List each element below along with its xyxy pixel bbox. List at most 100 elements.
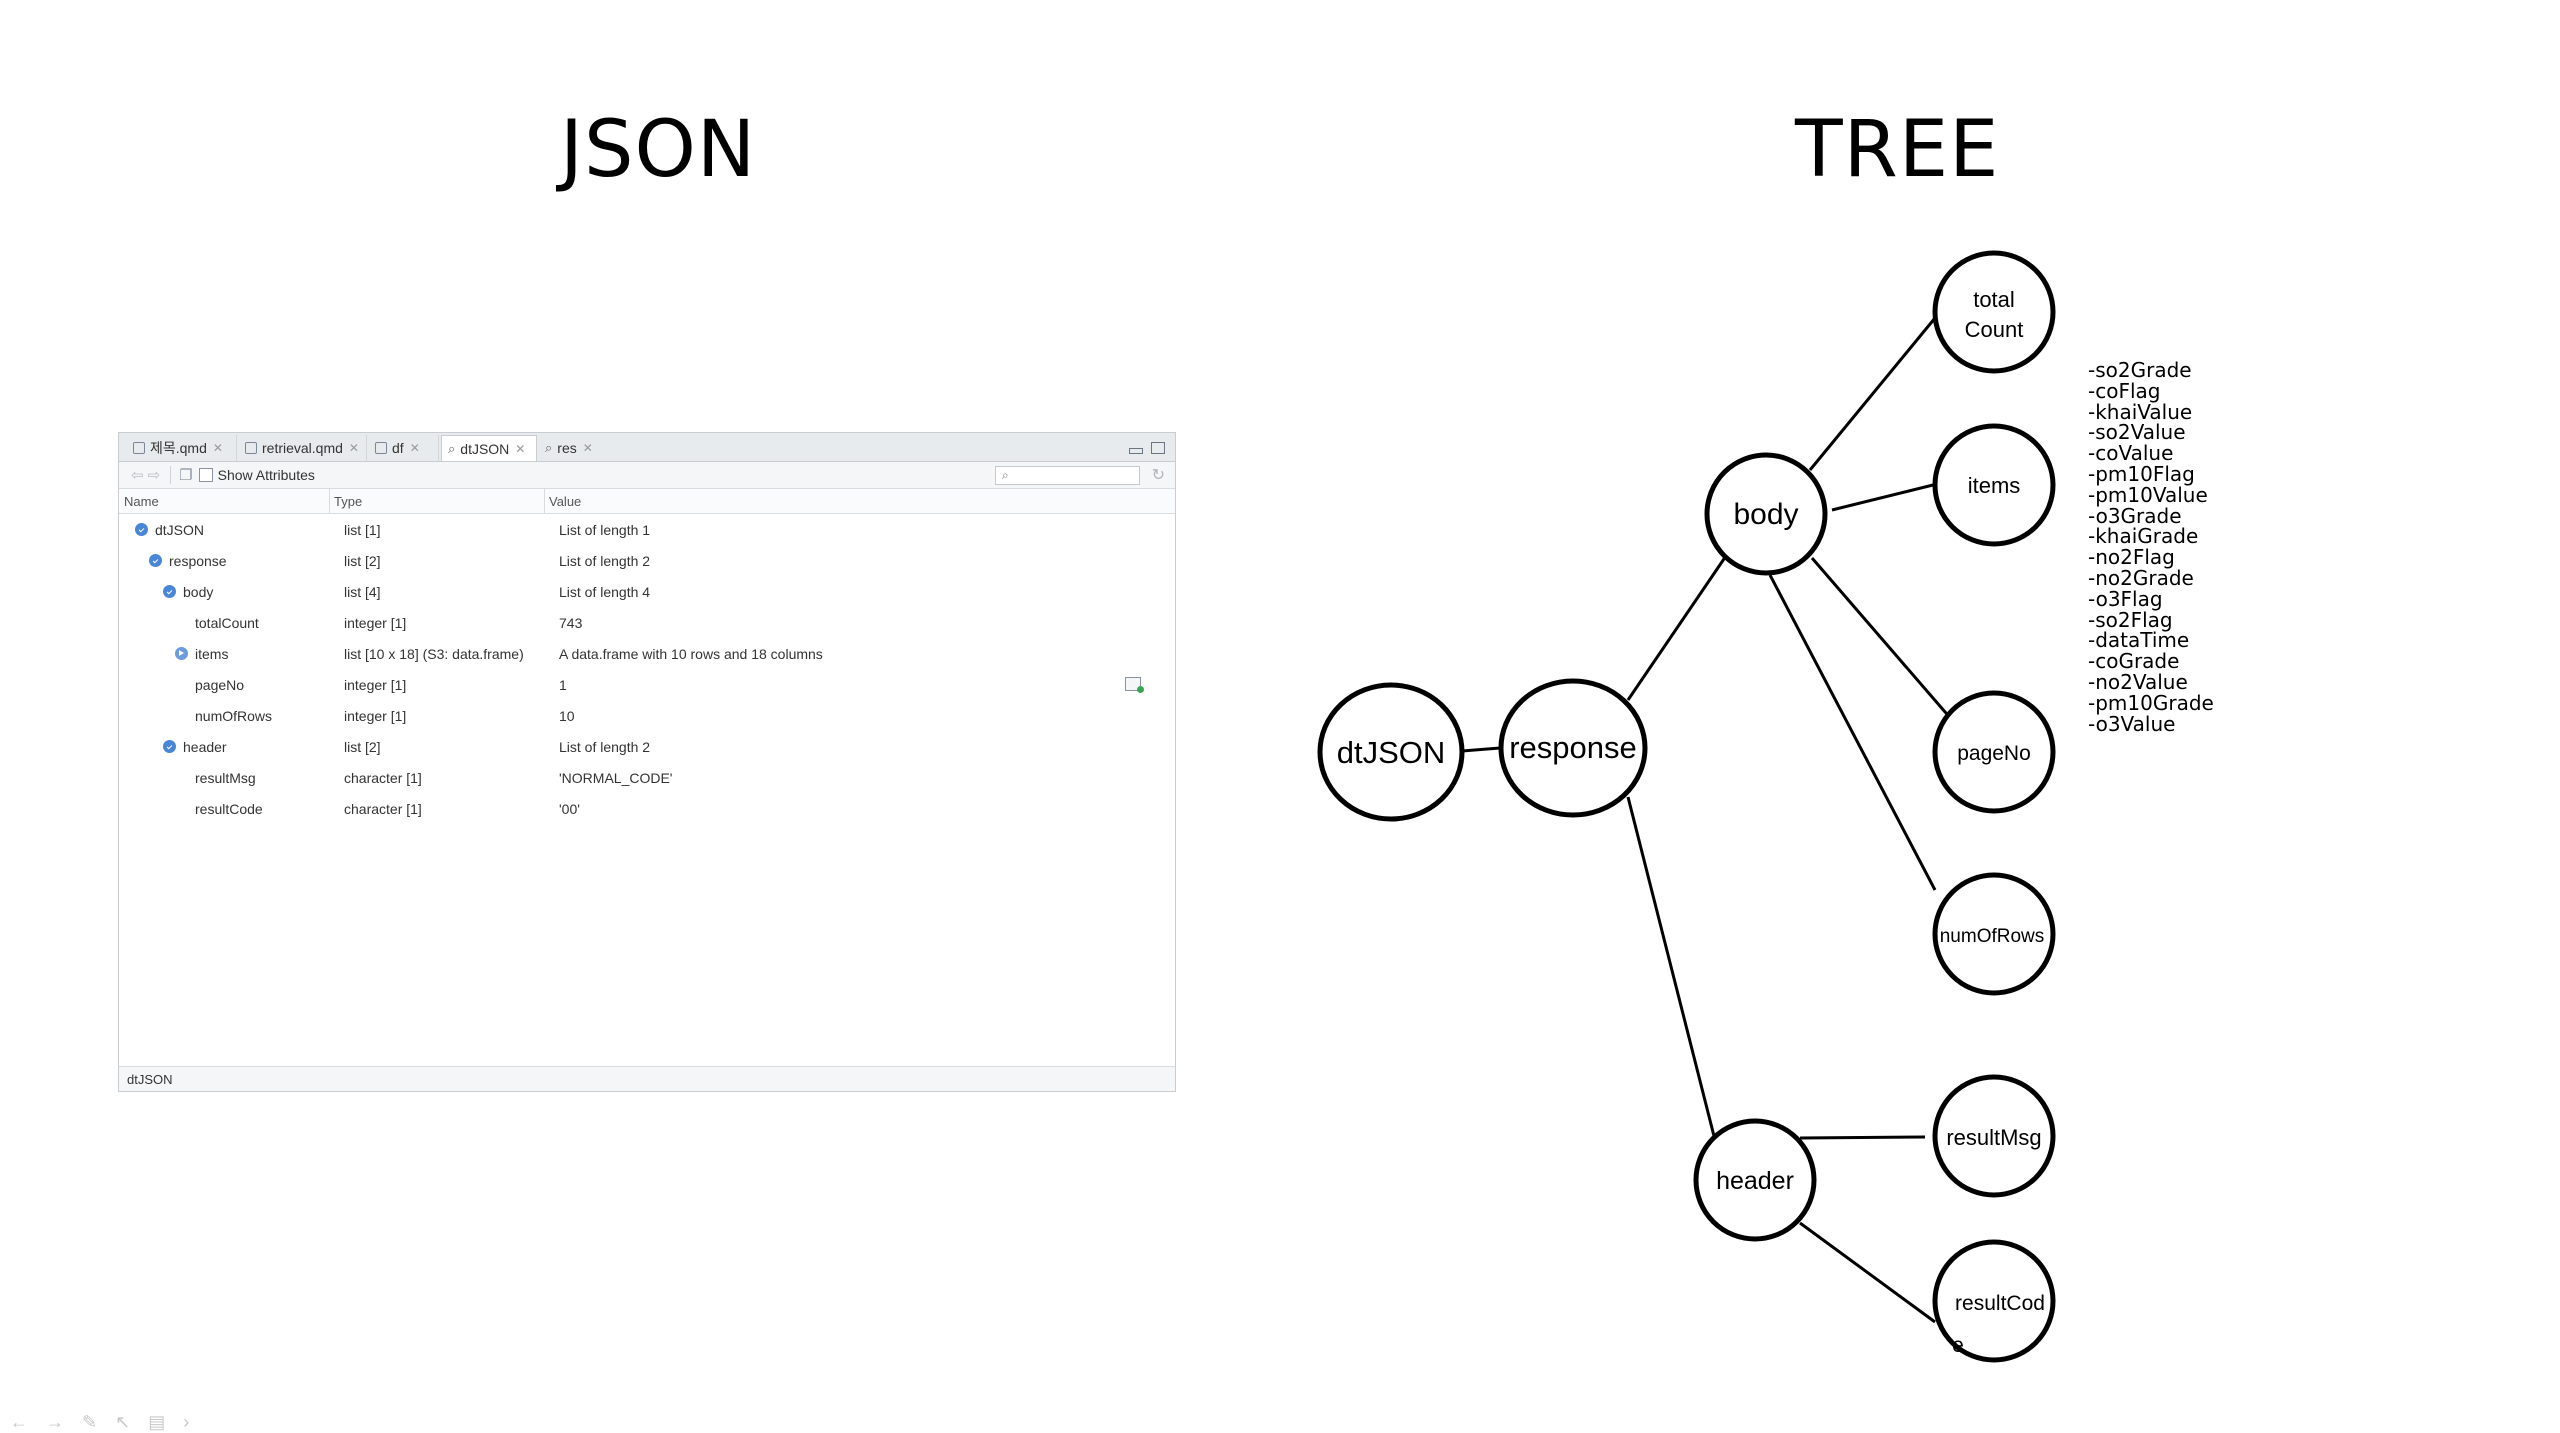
close-icon[interactable]: ✕ (212, 441, 223, 455)
edge-body-pageno (1810, 557, 1954, 721)
tree-edges (1461, 317, 1954, 1324)
collapse-icon[interactable] (163, 585, 176, 598)
row-value: 'NORMAL_CODE' (559, 770, 673, 786)
table-row[interactable]: body list [4] List of length 4 (119, 576, 1175, 607)
toolbar-divider (170, 466, 172, 484)
list-item: -khaiGrade (2088, 524, 2199, 549)
list-item: -so2Grade (2088, 358, 2192, 382)
table-icon (375, 442, 387, 454)
view-data-icon[interactable] (1125, 677, 1144, 693)
label-items: items (1968, 473, 2021, 498)
column-divider[interactable] (544, 489, 545, 513)
search-icon: ⌕ (545, 440, 553, 455)
popout-window-icon[interactable]: ❐ (179, 467, 193, 484)
pen-icon[interactable]: ✎ (82, 1412, 98, 1432)
row-type: list [1] (344, 522, 381, 538)
node-pageno (1932, 690, 2056, 814)
list-item: -coFlag (2088, 378, 2161, 403)
tree-title: TREE (1795, 105, 2000, 195)
list-item: -no2Flag (2088, 545, 2175, 570)
tab-df[interactable]: df ✕ (369, 435, 439, 461)
node-resultcode (1932, 1239, 2056, 1363)
table-row[interactable]: pageNo integer [1] 1 (119, 669, 1175, 700)
slide-overview-icon[interactable]: ▤ (148, 1412, 166, 1432)
table-row[interactable]: response list [2] List of length 2 (119, 545, 1175, 576)
node-body (1704, 452, 1828, 576)
qmd-file-icon (133, 442, 145, 454)
tab-jemok-qmd[interactable]: 제목.qmd ✕ (127, 435, 237, 461)
minimize-pane-icon[interactable] (1129, 448, 1143, 454)
table-row[interactable]: totalCount integer [1] 743 (119, 607, 1175, 638)
collapse-icon[interactable] (149, 554, 162, 567)
column-header-value[interactable]: Value (549, 494, 582, 509)
label-totalcount-line2: Count (1965, 317, 2024, 342)
search-input[interactable]: ⌕ (995, 466, 1140, 485)
object-tree-rows: dtJSON list [1] List of length 1 respons… (119, 514, 1175, 824)
row-type: list [4] (344, 584, 381, 600)
row-value: 1 (559, 677, 567, 693)
label-header: header (1716, 1167, 1794, 1195)
tab-dtjson[interactable]: ⌕ dtJSON ✕ (441, 435, 537, 461)
close-icon[interactable]: ✕ (515, 441, 526, 456)
label-pageno: pageNo (1957, 742, 2031, 765)
label-resultcode: resultCod (1955, 1292, 2045, 1315)
tab-res[interactable]: ⌕ res ✕ (539, 435, 613, 461)
refresh-icon[interactable]: ↻ (1151, 467, 1165, 484)
row-name: resultCode (195, 801, 263, 817)
more-icon[interactable]: › (183, 1412, 190, 1432)
show-attributes-checkbox[interactable] (198, 468, 213, 482)
qmd-file-icon (245, 442, 257, 454)
collapse-icon[interactable] (135, 523, 148, 536)
label-totalcount-line1: total (1973, 287, 2015, 312)
label-resultmsg: resultMsg (1946, 1125, 2041, 1150)
forward-arrow-icon[interactable]: ⇨ (147, 467, 161, 484)
node-response (1498, 678, 1648, 818)
maximize-pane-icon[interactable] (1151, 442, 1165, 454)
tab-label: 제목.qmd (150, 440, 207, 456)
collapse-icon[interactable] (163, 740, 176, 753)
row-value: List of length 2 (559, 553, 651, 569)
editor-tab-bar: 제목.qmd ✕ retrieval.qmd ✕ df ✕ ⌕ dtJSON ✕… (119, 433, 1175, 462)
row-name: items (195, 646, 229, 662)
viewer-toolbar: ⇦ ⇨ ❐ Show Attributes ⌕ ↻ (119, 462, 1175, 489)
table-row[interactable]: numOfRows integer [1] 10 (119, 700, 1175, 731)
row-type: list [10 x 18] (S3: data.frame) (344, 646, 524, 662)
table-row[interactable]: dtJSON list [1] List of length 1 (119, 514, 1175, 545)
previous-slide-icon[interactable]: ← (10, 1412, 28, 1432)
column-divider[interactable] (329, 489, 330, 513)
expand-icon[interactable] (175, 647, 188, 660)
column-header-name[interactable]: Name (124, 494, 159, 509)
close-icon[interactable]: ✕ (409, 441, 420, 455)
row-type: character [1] (344, 770, 422, 786)
pointer-icon[interactable]: ↖ (115, 1412, 131, 1432)
object-viewer-pane: 제목.qmd ✕ retrieval.qmd ✕ df ✕ ⌕ dtJSON ✕… (118, 432, 1176, 1092)
table-row[interactable]: resultCode character [1] '00' (119, 793, 1175, 824)
list-item: -coGrade (2088, 649, 2180, 674)
label-resultcode-wrap: e (1952, 1334, 1964, 1357)
node-numofrows (1932, 872, 2056, 996)
row-type: integer [1] (344, 677, 407, 693)
table-row[interactable]: header list [2] List of length 2 (119, 731, 1175, 762)
row-name: body (183, 584, 214, 600)
table-row[interactable]: items list [10 x 18] (S3: data.frame) A … (119, 638, 1175, 669)
edge-header-resultcode (1799, 1221, 1936, 1324)
label-dtjson: dtJSON (1337, 735, 1446, 770)
status-object-name: dtJSON (127, 1072, 173, 1087)
table-row[interactable]: resultMsg character [1] 'NORMAL_CODE' (119, 762, 1175, 793)
close-icon[interactable]: ✕ (348, 441, 359, 455)
column-header-type[interactable]: Type (334, 494, 363, 509)
list-item: -pm10Value (2088, 482, 2208, 507)
tab-label: dtJSON (460, 440, 510, 457)
tab-label: df (392, 440, 404, 456)
row-name: numOfRows (195, 708, 273, 724)
row-name: header (183, 739, 227, 755)
row-name: resultMsg (195, 770, 256, 786)
close-icon[interactable]: ✕ (582, 441, 593, 455)
edge-response-header (1626, 796, 1717, 1141)
back-arrow-icon[interactable]: ⇦ (131, 467, 144, 484)
next-slide-icon[interactable]: → (46, 1412, 64, 1432)
list-item: -so2Value (2088, 420, 2186, 445)
viewer-status-bar: dtJSON (119, 1066, 1175, 1091)
row-value: List of length 4 (559, 584, 651, 600)
tab-retrieval-qmd[interactable]: retrieval.qmd ✕ (239, 435, 367, 461)
